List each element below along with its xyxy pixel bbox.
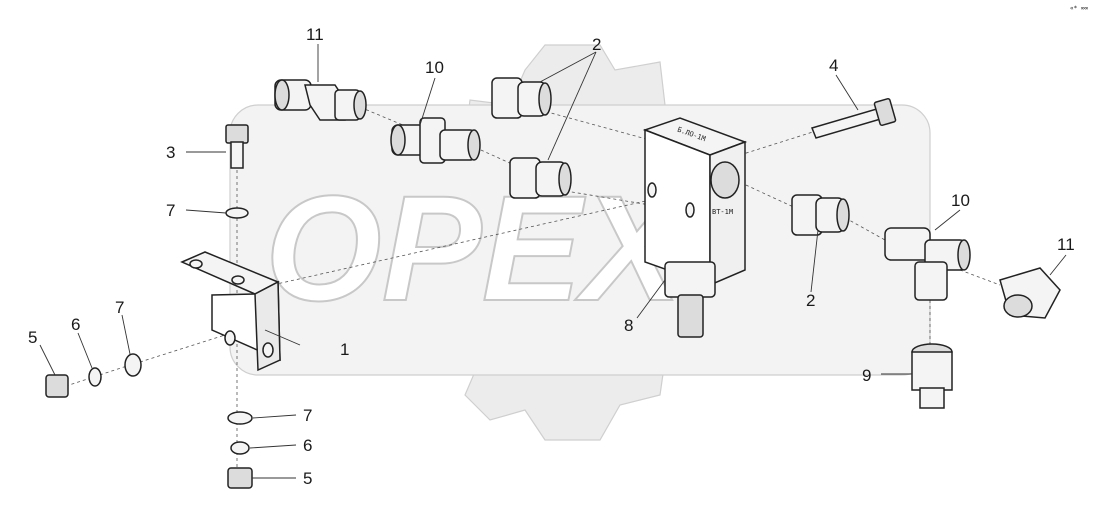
part-5-nut-side [45, 374, 69, 398]
block-engraving-side: ВТ-1М [712, 208, 733, 216]
label-part-8: 8 [624, 316, 633, 335]
part-7-washer-side [124, 353, 142, 377]
part-1-bracket [180, 251, 281, 372]
label-part-3: 3 [166, 143, 175, 162]
label-part-7-side: 7 [115, 298, 124, 317]
label-part-7-upper: 7 [166, 201, 175, 220]
corner-mark: «* ∞∞ [1070, 5, 1088, 12]
label-part-5-side: 5 [28, 328, 37, 347]
label-part-10-top: 10 [425, 58, 444, 77]
part-8-valve-block: Б.ЛО-1М ВТ-1М [642, 117, 748, 338]
label-part-2-top: 2 [592, 35, 601, 54]
part-4-bolt [810, 97, 897, 139]
part-9-coupling [911, 343, 953, 409]
part-6-lock-washer-side [88, 367, 102, 387]
label-part-1: 1 [340, 340, 349, 359]
part-6-lock-washer-lower [230, 441, 250, 455]
callout-labels: 11 10 2 4 3 7 10 11 2 8 1 9 5 6 7 7 6 5 [28, 25, 1075, 488]
label-part-4: 4 [829, 56, 838, 75]
part-3-screw [225, 124, 249, 169]
part-7-washer-lower [227, 411, 253, 425]
label-part-11-left: 11 [306, 25, 324, 44]
part-11-elbow-fitting-left [274, 79, 367, 121]
part-10-tee-fitting-right [884, 227, 971, 301]
label-part-6-lower: 6 [303, 436, 312, 455]
part-2-adapter-right [791, 194, 850, 236]
label-part-10-right: 10 [951, 191, 970, 210]
watermark-text: OPEX [265, 164, 690, 332]
label-part-5-lower: 5 [303, 469, 312, 488]
part-10-tee-fitting-top [390, 117, 481, 164]
leader-lines [39, 44, 1067, 479]
part-11-elbow-fitting-right [999, 267, 1061, 319]
part-5-nut-lower [227, 467, 253, 489]
part-7-washer-upper [225, 207, 249, 219]
part-2-adapter-lower [509, 157, 572, 199]
label-part-7-lower: 7 [303, 406, 312, 425]
label-part-2-right: 2 [806, 291, 815, 310]
label-part-9: 9 [862, 366, 871, 385]
label-part-11-right: 11 [1057, 235, 1075, 254]
label-part-6-side: 6 [71, 315, 80, 334]
assembly-lines [59, 104, 1001, 480]
part-2-adapter-upper [491, 77, 552, 119]
